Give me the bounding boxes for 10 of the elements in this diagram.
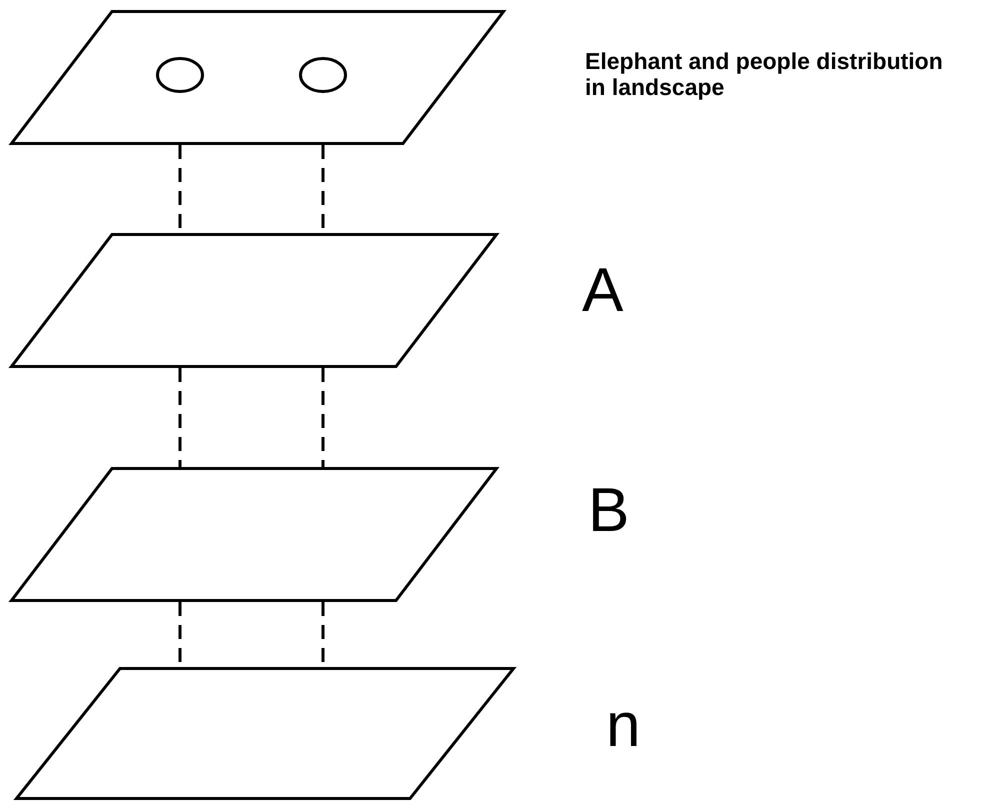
layer-label: A: [582, 255, 624, 326]
layer-label: Elephant and people distribution in landscape: [585, 48, 944, 101]
layer-label: B: [588, 475, 630, 546]
layer-label: n: [606, 690, 640, 762]
layer-plane: [15, 667, 515, 800]
layer-plane: [10, 233, 498, 368]
layer-plane: [10, 467, 498, 602]
dashed-line: [178, 368, 182, 467]
layer-plane: [10, 10, 505, 145]
dashed-line: [322, 368, 324, 467]
